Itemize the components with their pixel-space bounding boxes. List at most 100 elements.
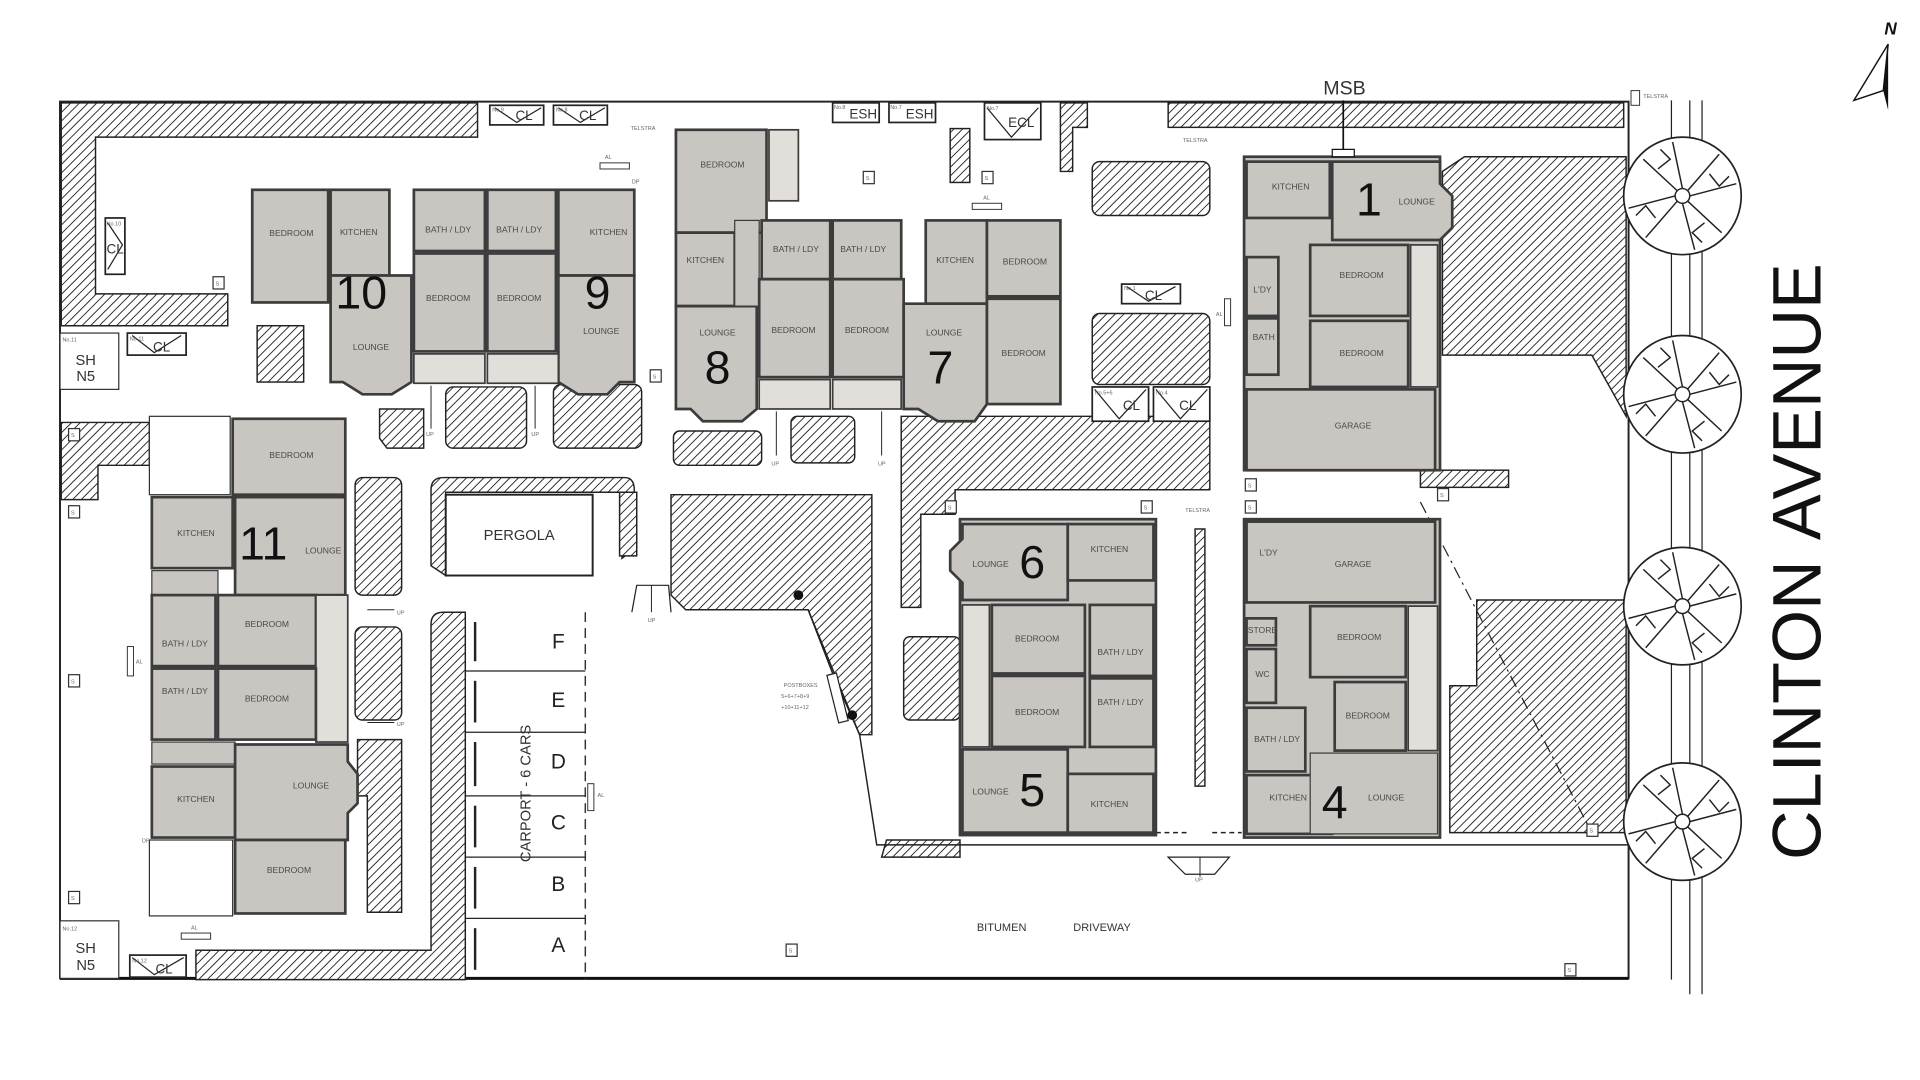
- plan-label: GARAGE: [1335, 559, 1372, 569]
- plan-label: SH: [76, 941, 96, 957]
- carport-bay-f: F: [552, 630, 565, 653]
- carport-bay-d: D: [551, 750, 566, 773]
- plan-label: LOUNGE: [353, 342, 389, 352]
- room-bath-ldy: BATH / LDY: [412, 188, 487, 253]
- room-bath-ldy: BATH / LDY: [150, 667, 217, 741]
- unit-9: BATH / LDY BEDROOM KITCHEN LOUNGE 9: [486, 188, 636, 396]
- driveway-label-bitumen: BITUMEN: [977, 922, 1027, 934]
- esh-7: ESH No.7: [888, 102, 937, 124]
- plan-label: S: [1589, 829, 1593, 835]
- plan-label: S: [789, 949, 793, 955]
- driveway-label-driveway: DRIVEWAY: [1073, 922, 1131, 934]
- plan-label: S: [653, 374, 657, 380]
- unit-1: KITCHEN LOUNGE L'DY BATH BEDROOM BEDROOM…: [1242, 155, 1454, 472]
- plan-label: UP: [1195, 878, 1203, 884]
- plan-label: No.12: [62, 927, 77, 933]
- plan-label: S: [216, 281, 220, 287]
- plan-label: CL: [155, 961, 173, 976]
- unit-number: 5: [1019, 764, 1045, 816]
- plan-label: BATH: [1253, 332, 1275, 342]
- clothesline-cl-5-6: CL No.5+6: [1091, 386, 1150, 423]
- plan-label: BEDROOM: [1015, 707, 1059, 717]
- street-name-clinton: CLINTON: [1759, 560, 1836, 860]
- carport-bay-b: B: [551, 873, 565, 896]
- plan-label: LOUNGE: [583, 326, 619, 336]
- plan-label: BEDROOM: [1015, 633, 1059, 643]
- unit-number: 6: [1019, 536, 1045, 588]
- plan-label: LOUNGE: [1399, 196, 1435, 206]
- plan-label: UP: [771, 461, 779, 467]
- plan-label: BEDROOM: [269, 450, 313, 460]
- room-bedroom: BEDROOM: [1308, 604, 1408, 679]
- plan-label: No.1: [1124, 286, 1136, 292]
- plan-label: KITCHEN: [1272, 182, 1310, 192]
- room-bedroom: BEDROOM: [1308, 243, 1410, 318]
- plan-label: LOUNGE: [973, 787, 1009, 797]
- tree-icon: [1622, 761, 1743, 882]
- room-kitchen: KITCHEN: [674, 231, 737, 308]
- room-bedroom: BEDROOM: [216, 667, 318, 741]
- plan-label: N5: [76, 369, 95, 385]
- room-kitchen: KITCHEN: [150, 495, 234, 570]
- room-kitchen: KITCHEN: [557, 188, 636, 277]
- carport-label: CARPORT - 6 CARS: [518, 725, 534, 863]
- room-bedroom: BEDROOM: [231, 417, 347, 497]
- plan-label: BEDROOM: [771, 325, 815, 335]
- plan-label: KITCHEN: [1091, 544, 1129, 554]
- plan-label: No.8: [556, 107, 568, 113]
- north-arrow-icon: N: [1852, 18, 1897, 111]
- unit-10: BEDROOM KITCHEN LOUNGE BATH / LDY BEDROO…: [250, 188, 487, 396]
- plan-label: TELSTRA: [1183, 138, 1208, 144]
- plan-label: BEDROOM: [245, 693, 289, 703]
- plan-label: BATH / LDY: [1097, 647, 1143, 657]
- unit-number: 10: [335, 267, 387, 319]
- plan-label: LOUNGE: [699, 327, 735, 337]
- room-bedroom: BEDROOM: [250, 188, 330, 304]
- plan-label: CL: [1123, 398, 1141, 413]
- room-kitchen: KITCHEN: [150, 765, 237, 839]
- room-lounge: LOUNGE: [948, 522, 1070, 602]
- plan-label: No.8: [834, 105, 846, 111]
- plan-label: BEDROOM: [1346, 711, 1390, 721]
- plan-label: No.5+6: [1095, 390, 1113, 396]
- plan-label: LOUNGE: [1368, 793, 1404, 803]
- plan-label: CL: [107, 241, 125, 256]
- plan-label: BEDROOM: [245, 619, 289, 629]
- carport-bay-c: C: [551, 812, 566, 835]
- room-bath-ldy: BATH / LDY: [486, 188, 558, 253]
- plan-label: KITCHEN: [936, 255, 974, 265]
- street-trees: [1622, 136, 1743, 882]
- plan-label: AL: [1216, 312, 1223, 318]
- pergola: PERGOLA: [444, 493, 594, 577]
- plan-label: AL: [983, 196, 990, 202]
- unit-5: BEDROOM BATH / LDY LOUNGE KITCHEN 5: [961, 674, 1155, 834]
- room-kitchen: KITCHEN: [1245, 160, 1332, 220]
- room-lounge: LOUNGE: [961, 748, 1070, 834]
- room-bedroom: BEDROOM: [233, 838, 347, 915]
- plan-label: BEDROOM: [1340, 270, 1384, 280]
- room-wc: WC: [1245, 647, 1278, 705]
- plan-label: No.7: [890, 105, 902, 111]
- room-garage: GARAGE: [1245, 520, 1437, 604]
- room-lounge: LOUNGE: [1330, 160, 1454, 242]
- plan-label: AL: [598, 793, 605, 799]
- plan-label: BEDROOM: [1340, 348, 1384, 358]
- plan-label: BATH / LDY: [773, 244, 819, 254]
- plan-label: BEDROOM: [700, 160, 744, 170]
- plan-label: ESH: [906, 107, 934, 122]
- room-garage: GARAGE: [1245, 388, 1437, 472]
- carport-bay-e: E: [551, 689, 565, 712]
- plan-label: S: [71, 896, 75, 902]
- tree-icon: [1622, 546, 1743, 666]
- plan-label: WC: [1255, 669, 1269, 679]
- plan-label: BATH / LDY: [496, 224, 542, 234]
- room-bedroom: BEDROOM: [1308, 319, 1410, 389]
- plan-label: +10+11+12: [781, 705, 809, 711]
- plan-label: UP: [397, 611, 405, 617]
- unit-number: 8: [705, 341, 731, 393]
